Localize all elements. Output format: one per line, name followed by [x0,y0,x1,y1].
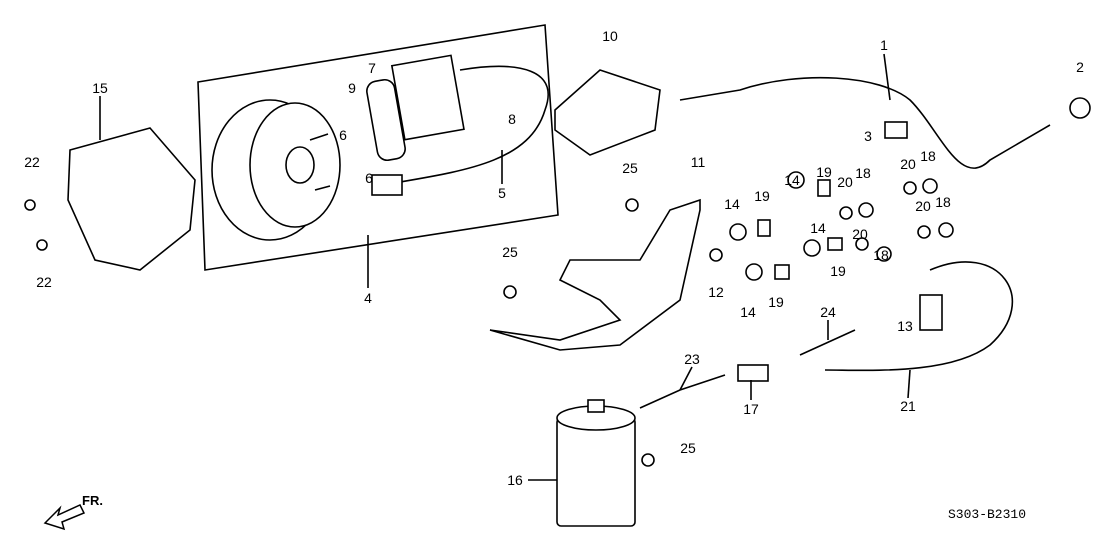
callout-5: 5 [498,185,506,201]
callout-19: 19 [830,263,846,279]
cable-1 [679,76,1051,169]
actuator-drum [211,99,341,241]
callout-22: 22 [36,274,52,290]
callout-8: 8 [508,111,516,127]
callout-6: 6 [365,170,373,186]
callout-9: 9 [348,80,356,96]
callout-12: 12 [708,284,724,300]
callout-18: 18 [920,148,936,164]
callout-14: 14 [724,196,740,212]
callout-14: 14 [784,172,800,188]
callouts: 1 2 3 4 5 6 6 7 8 9 10 11 12 13 14 14 14… [24,28,1084,488]
connector [371,174,403,196]
assembly-frame [197,24,559,271]
gasket [366,78,406,162]
small-parts [503,171,954,467]
callout-20: 20 [837,174,853,190]
screw-22 [24,199,36,211]
callout-20: 20 [852,226,868,242]
callout-17: 17 [743,401,759,417]
front-direction-arrow: FR. [43,493,103,531]
screw-22 [36,239,48,251]
callout-18: 18 [935,194,951,210]
callout-19: 19 [768,294,784,310]
callout-20: 20 [900,156,916,172]
hose-23 [639,374,726,409]
callout-16: 16 [507,472,523,488]
callout-18: 18 [855,165,871,181]
diagram-code: S303-B2310 [948,507,1026,522]
callout-19: 19 [754,188,770,204]
callout-13: 13 [897,318,913,334]
harness-5 [399,65,549,183]
callout-6: 6 [339,127,347,143]
callout-14: 14 [740,304,756,320]
callout-2: 2 [1076,59,1084,75]
callout-25: 25 [680,440,696,456]
check-valve-17 [737,364,769,382]
grommet-2 [1069,97,1091,119]
front-label: FR. [82,493,103,508]
callout-20: 20 [915,198,931,214]
callout-1: 1 [880,37,888,53]
callout-22: 22 [24,154,40,170]
callout-4: 4 [364,290,372,306]
bracket-10 [554,69,661,156]
callout-10: 10 [602,28,618,44]
clip-13 [919,294,943,331]
leader-lines [99,53,911,481]
hose-24 [799,329,856,356]
callout-23: 23 [684,351,700,367]
callout-7: 7 [368,60,376,76]
hose-21 [824,261,1014,372]
solenoid-valve [390,54,465,141]
callout-24: 24 [820,304,836,320]
callout-25: 25 [502,244,518,260]
callout-19: 19 [816,164,832,180]
callout-15: 15 [92,80,108,96]
clip-3 [884,121,908,139]
vacuum-tank-16 [556,399,636,527]
callout-11: 11 [691,154,706,170]
bracket-11 [489,198,701,351]
callout-21: 21 [900,398,916,414]
callout-18: 18 [873,247,889,263]
actuator-cover [67,127,196,271]
callout-14: 14 [810,220,826,236]
callout-25: 25 [622,160,638,176]
callout-3: 3 [864,128,872,144]
